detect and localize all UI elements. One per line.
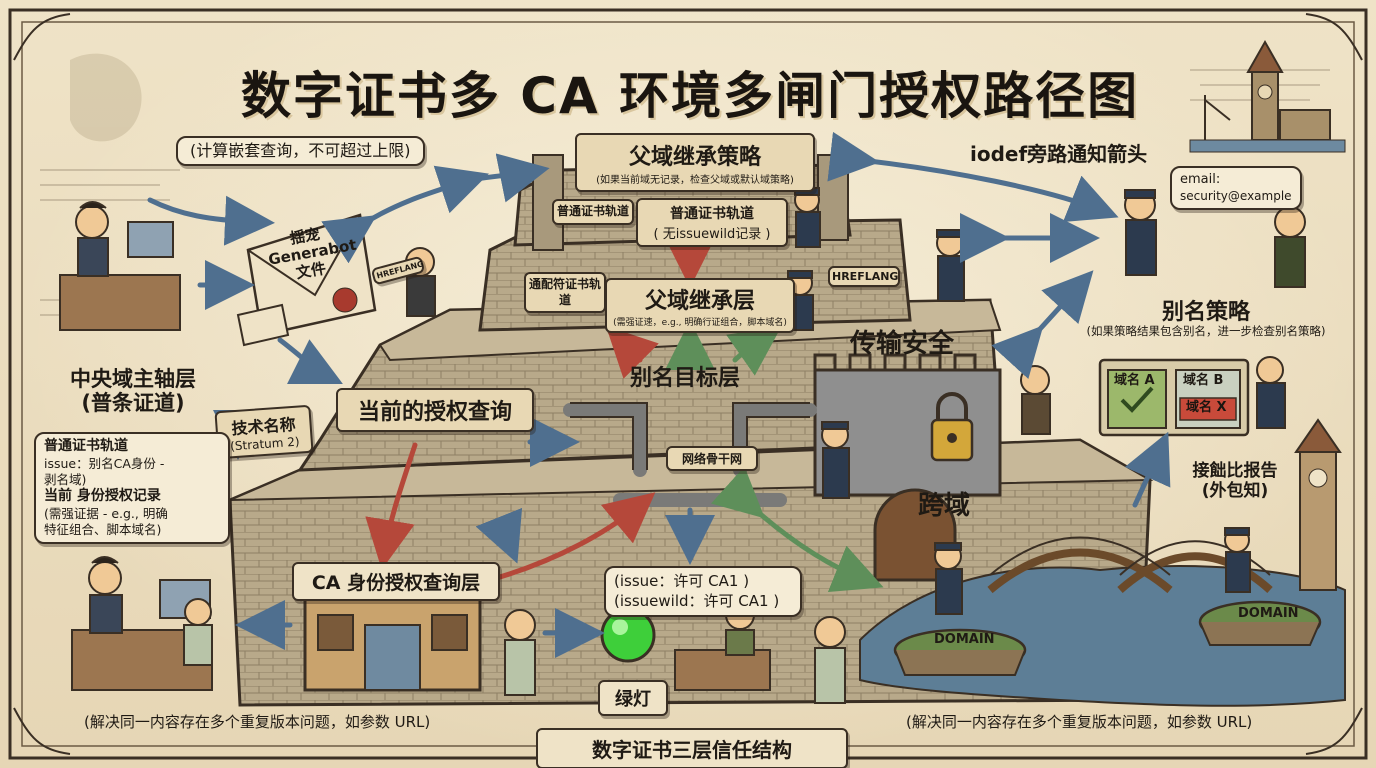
footer-left-note: (解决同一内容存在多个重复版本问题，如参数 URL) xyxy=(84,713,431,731)
corner-ornament xyxy=(1305,707,1363,755)
arrow xyxy=(710,466,884,593)
central-axis-title: 中央域主轴层 xyxy=(70,367,196,391)
alias-policy-label: 别名策略 (如果策略结果包含别名，进一步检查别名策略) xyxy=(1066,300,1346,339)
arrow xyxy=(475,507,523,564)
background-map-sketch xyxy=(40,53,1330,316)
domain-b-label: 域名 B xyxy=(1183,373,1224,388)
record-line-4: 当前 身份授权记录 xyxy=(44,487,161,504)
footer-title-banner: 数字证书三层信任结构 xyxy=(536,728,848,768)
corner-ornament xyxy=(13,707,71,755)
report-subtitle: (外包知) xyxy=(1201,480,1269,501)
normal-track-subtitle: ( 无issuewild记录 ) xyxy=(653,227,771,242)
arrow xyxy=(605,325,659,379)
report-title: 接飿比报告 xyxy=(1192,461,1278,481)
record-line-1: 普通证书轨道 xyxy=(44,438,128,454)
arrow xyxy=(991,270,1094,380)
central-axis-subtitle: (普条证道) xyxy=(81,391,185,416)
authorization-record-card: 普通证书轨道 issue：别名CA身份 - 剥名域) 当前 身份授权记录 (需强… xyxy=(34,432,230,544)
harbour-tower-top-right xyxy=(1189,39,1346,153)
issuewild-line: (issuewild：许可 CA1 ) xyxy=(614,591,780,610)
ca-query-layer-title: CA 身份授权查询层 xyxy=(311,572,481,594)
island-domain-right: DOMAIN xyxy=(1238,606,1299,621)
arrow xyxy=(321,165,489,264)
corner-ornament xyxy=(1305,13,1363,61)
green-light-label: 绿灯 xyxy=(598,680,668,716)
parent-policy-title: 父域继承策略 xyxy=(628,145,761,170)
network-backbone-label: 网络骨干网 xyxy=(666,446,758,471)
domain-x-label: 域名 X xyxy=(1186,400,1227,415)
page-title: 数字证书多 CA 环境多闸门授权路径图 xyxy=(240,67,1140,125)
alias-target-layer-label: 别名目标层 xyxy=(630,366,741,391)
record-line-3: 剥名域) xyxy=(44,471,87,487)
ca-query-layer-plaque: CA 身份授权查询层 xyxy=(292,562,500,601)
transport-security-label: 传输安全 xyxy=(850,329,955,359)
clock-tower-right xyxy=(1294,418,1342,591)
footer-right-note: (解决同一内容存在多个重复版本问题，如参数 URL) xyxy=(906,713,1253,731)
corner-ornament xyxy=(13,13,71,61)
island-domain-left: DOMAIN xyxy=(934,632,995,647)
alias-policy-title: 别名策略 xyxy=(1161,300,1250,325)
email-speech-bubble: email: security@example xyxy=(1170,166,1302,211)
email-address: security@example xyxy=(1180,188,1292,203)
issue-line: (issue：许可 CA1 ) xyxy=(614,572,750,590)
record-line-5: (需强证据 - e.g., 明确 xyxy=(44,505,168,521)
arrow xyxy=(726,326,782,376)
nested-query-note: (计算嵌套查询，不可超过上限) xyxy=(176,136,425,167)
arrow xyxy=(487,492,656,583)
report-label: 接飿比报告 (外包知) xyxy=(1180,461,1290,501)
arrow xyxy=(277,337,343,384)
email-label: email: xyxy=(1180,172,1221,187)
current-query-title: 当前的授权查询 xyxy=(357,400,512,425)
arrow xyxy=(365,442,418,570)
arrow xyxy=(467,153,550,203)
parent-inherit-layer-plaque: 父域继承层 (需强证速，e.g., 明确行证组合，脚本域名) xyxy=(605,278,795,333)
parent-layer-title: 父域继承层 xyxy=(644,289,755,314)
arrow xyxy=(1124,431,1171,508)
central-axis-label: 中央域主轴层 (普条证道) xyxy=(48,367,218,415)
arrow xyxy=(147,195,275,246)
record-line-6: 特征组合、脚本域名) xyxy=(44,521,162,537)
normal-track-title: 普通证书轨道 xyxy=(670,206,754,222)
normal-track-side-plaque: 普通证书轨道 xyxy=(552,199,634,225)
record-line-2: issue：别名CA身份 - xyxy=(44,455,165,471)
arrow xyxy=(827,131,1119,223)
hreflang-sign-right: HREFLANG xyxy=(828,266,900,287)
current-query-plaque: 当前的授权查询 xyxy=(336,388,534,432)
domain-a-label: 域名 A xyxy=(1114,373,1155,388)
normal-track-plaque: 普通证书轨道 ( 无issuewild记录 ) xyxy=(636,198,788,247)
cross-domain-label: 跨域 xyxy=(918,491,971,521)
parent-policy-subtitle: (如果当前域无记录，检查父域或默认域策略) xyxy=(596,175,794,186)
parent-inherit-policy-plaque: 父域继承策略 (如果当前域无记录，检查父域或默认域策略) xyxy=(575,133,815,192)
issue-record-card: (issue：许可 CA1 ) (issuewild：许可 CA1 ) xyxy=(604,566,802,617)
alias-policy-subtitle: (如果策略结果包含别名，进一步检查别名策略) xyxy=(1086,324,1326,339)
figures xyxy=(59,187,1306,704)
parent-layer-subtitle: (需强证速，e.g., 明确行证组合，脚本域名) xyxy=(613,318,787,328)
domain-panel xyxy=(1098,358,1250,437)
wildcard-track-side-plaque: 通配符证书轨道 xyxy=(524,272,606,314)
iodef-notification-label: iodef旁路通知箭头 xyxy=(970,142,1148,166)
